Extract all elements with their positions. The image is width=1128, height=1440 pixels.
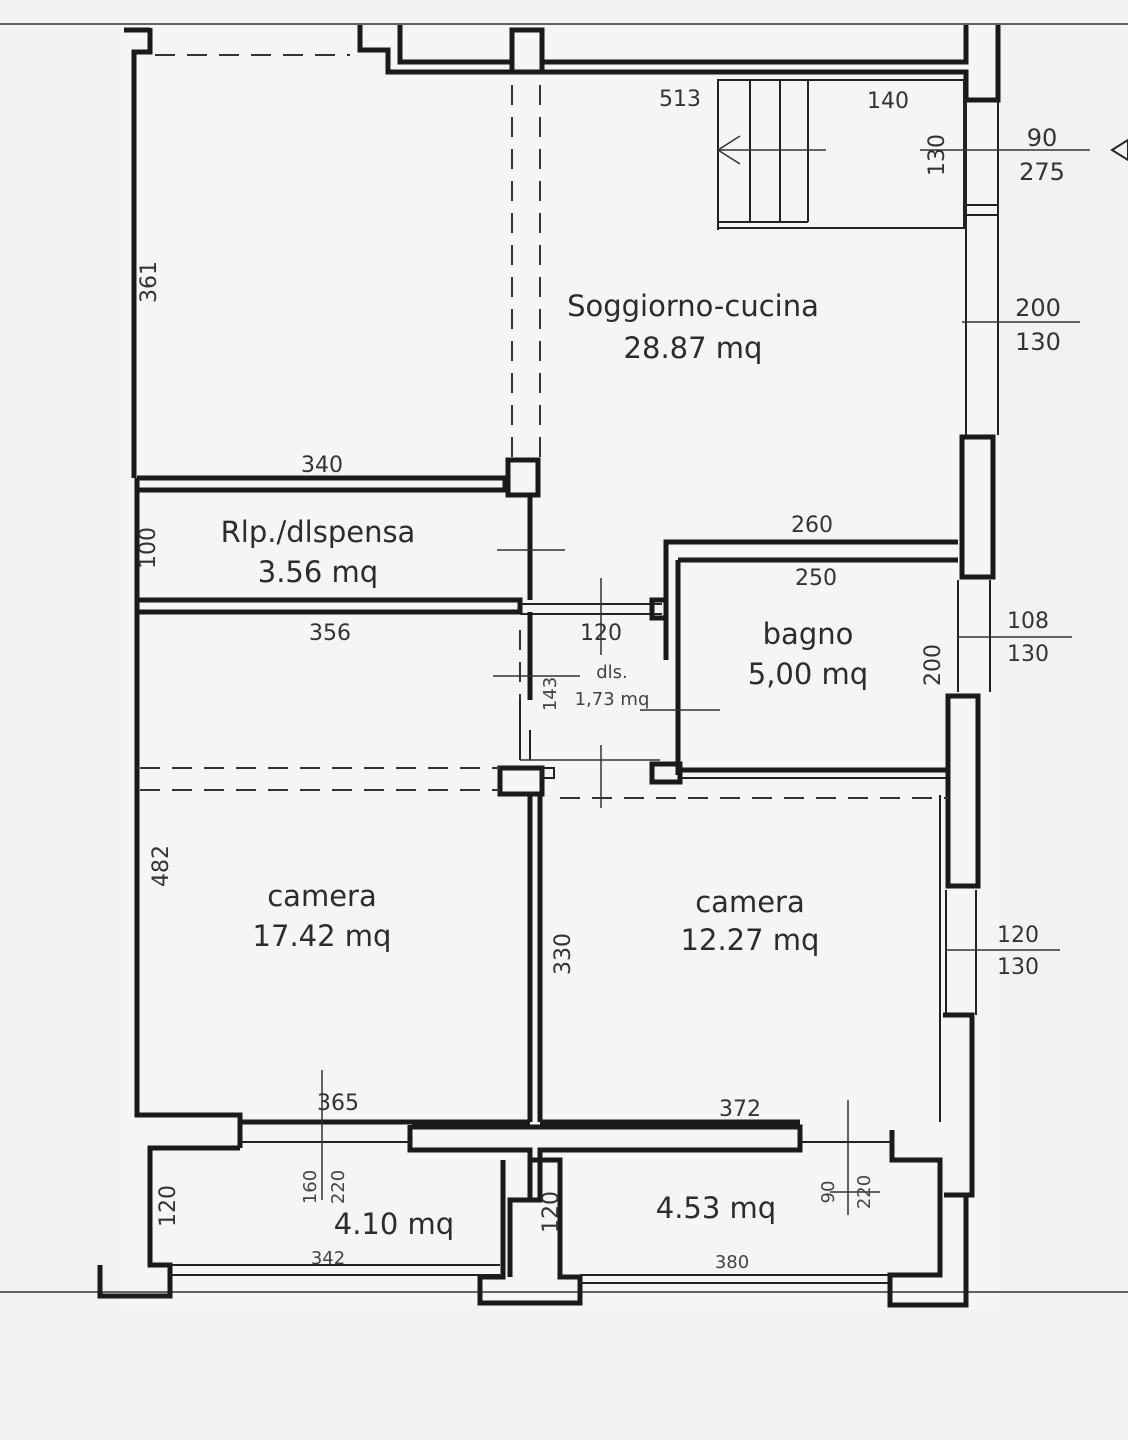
dim-220-b: 220 xyxy=(854,1175,875,1209)
window1-height: 275 xyxy=(1019,158,1065,186)
dim-130-stair: 130 xyxy=(925,134,950,176)
ripostiglio-name: Rlp./dlspensa xyxy=(221,515,416,549)
balcone2-area: 4.53 mq xyxy=(656,1191,776,1225)
dimension-lines xyxy=(321,321,1080,1215)
dim-120-bal1: 120 xyxy=(156,1185,181,1227)
dim-90: 90 xyxy=(818,1181,839,1204)
disimpegno-name: dls. xyxy=(596,662,628,683)
dim-340: 340 xyxy=(301,453,343,478)
window4-width: 120 xyxy=(997,923,1039,948)
dim-330: 330 xyxy=(551,933,576,975)
dim-250: 250 xyxy=(795,566,837,591)
dim-356: 356 xyxy=(309,621,351,646)
soggiorno-name: Soggiorno-cucina xyxy=(567,289,819,323)
dim-200-bagno: 200 xyxy=(921,644,946,686)
camera1-name: camera xyxy=(267,879,377,913)
dim-342: 342 xyxy=(311,1248,345,1269)
stairs xyxy=(716,79,1090,230)
ripostiglio-area: 3.56 mq xyxy=(258,555,378,589)
outer-walls xyxy=(124,25,1001,1198)
dim-365: 365 xyxy=(317,1091,359,1116)
dim-120-bal2: 120 xyxy=(539,1191,564,1233)
soggiorno-area: 28.87 mq xyxy=(624,331,763,365)
dim-140: 140 xyxy=(867,89,909,114)
window3-height: 130 xyxy=(1007,642,1049,667)
dim-513: 513 xyxy=(659,87,701,112)
disimpegno-area: 1,73 mq xyxy=(575,689,650,710)
balcone1-area: 4.10 mq xyxy=(334,1207,454,1241)
balconies xyxy=(97,1141,969,1308)
dim-220-a: 220 xyxy=(328,1170,349,1204)
arrow-marker-icon xyxy=(1110,138,1128,162)
dim-380: 380 xyxy=(715,1252,749,1273)
camera1-area: 17.42 mq xyxy=(253,919,392,953)
dim-160: 160 xyxy=(300,1170,321,1204)
interior-walls xyxy=(137,27,958,1277)
camera2-area: 12.27 mq xyxy=(681,923,820,957)
sheet xyxy=(120,20,1000,1310)
bagno-name: bagno xyxy=(763,617,854,651)
dim-260: 260 xyxy=(791,513,833,538)
window3-width: 108 xyxy=(1007,609,1049,634)
dim-100: 100 xyxy=(136,527,161,569)
window2-width: 200 xyxy=(1015,294,1061,322)
dashed-lines xyxy=(140,54,948,799)
dim-482: 482 xyxy=(149,845,174,887)
window2-height: 130 xyxy=(1015,328,1061,356)
bagno-area: 5,00 mq xyxy=(748,657,868,691)
dim-120-dis: 120 xyxy=(580,621,622,646)
window4-height: 130 xyxy=(997,955,1039,980)
dim-143: 143 xyxy=(540,677,561,711)
dim-372: 372 xyxy=(719,1097,761,1122)
window1-width: 90 xyxy=(1027,124,1058,152)
dim-361: 361 xyxy=(137,261,162,303)
camera2-name: camera xyxy=(695,885,805,919)
